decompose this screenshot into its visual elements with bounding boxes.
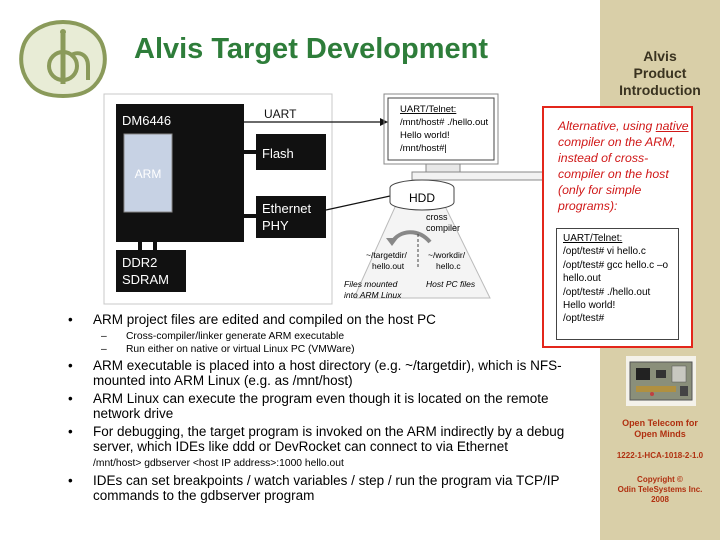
ethernet-label: Ethernet [262,201,312,216]
sub-bullet-item: –Run either on native or virtual Linux P… [101,343,355,355]
ddr2-label: DDR2 [122,255,157,270]
sidebar-title: Alvis Product Introduction [619,48,701,98]
native-terminal-line: Hello world! [563,300,616,312]
sub-bullet-item: –Cross-compiler/linker generate ARM exec… [101,330,345,342]
sidebar-copyright: Copyright © Odin TeleSystems Inc. 2008 [617,475,703,504]
workdir-label: ~/workdir/ [428,250,466,260]
terminal-line-2: Hello world! [400,130,450,141]
board-photo-image [626,356,696,406]
cross-label: cross [426,212,448,222]
company-logo [19,19,107,98]
bullet-item: •ARM project files are edited and compil… [68,312,436,327]
arm-label: ARM [135,167,162,181]
terminal-line-1: /mnt/host# ./hello.out [400,117,489,128]
uart-label: UART [264,107,297,121]
sidebar-tagline: Open Telecom for Open Minds [622,418,698,439]
gdbserver-command: /mnt/host> gdbserver <host IP address>:1… [93,457,344,469]
bullet-item: •ARM executable is placed into a host di… [68,357,562,389]
arm-block [123,133,173,213]
bullet-item: •ARM Linux can execute the program even … [68,390,549,422]
bullet-list: •ARM project files are edited and compil… [66,312,596,506]
alternative-callout: Alternative, using native compiler on th… [542,106,693,348]
files-mounted-label: Files mounted [344,279,398,289]
terminal-monitor [387,97,495,161]
terminal-heading: UART/Telnet: [400,104,456,115]
flash-label: Flash [262,146,294,161]
ethernet-phy-block [256,196,326,238]
ddr2-sdram-block [116,250,186,292]
bullet-item: •For debugging, the target program is in… [68,423,565,455]
native-terminal-line: hello.out [563,273,601,285]
dm6446-label: DM6446 [122,113,171,128]
host-pc-files-label: Host PC files [426,279,476,289]
bullet-item: •IDEs can set breakpoints / watch variab… [68,472,560,504]
native-terminal-line: /opt/test# [563,313,605,325]
compiler-label: compiler [426,223,460,233]
workdir-file: hello.c [436,261,461,271]
targetdir-file: hello.out [372,261,405,271]
native-terminal-line: /opt/test# ./hello.out [563,286,651,298]
phy-label: PHY [262,218,289,233]
native-terminal: UART/Telnet: /opt/test# vi hello.c /opt/… [556,228,679,340]
sidebar-doc-number: 1222-1-HCA-1018-2-1.0 [616,451,704,460]
native-terminal-line: /opt/test# vi hello.c [563,246,646,258]
alternative-text: Alternative, using native compiler on th… [558,119,689,213]
targetdir-label: ~/targetdir/ [366,250,408,260]
hdd-label: HDD [409,191,435,205]
system-diagram: DM6446 ARM Flash Ethernet PHY DDR2 SDRAM… [103,93,547,305]
native-emphasis: native [655,119,689,133]
sdram-label: SDRAM [122,272,169,287]
native-terminal-heading: UART/Telnet: [563,233,623,244]
page-title: Alvis Target Development [134,33,489,65]
flash-block [256,134,326,170]
terminal-line-3: /mnt/host#| [400,143,447,154]
native-terminal-line: /opt/test# gcc hello.c –o [563,259,669,271]
files-mounted-label-2: into ARM Linux [344,290,402,300]
